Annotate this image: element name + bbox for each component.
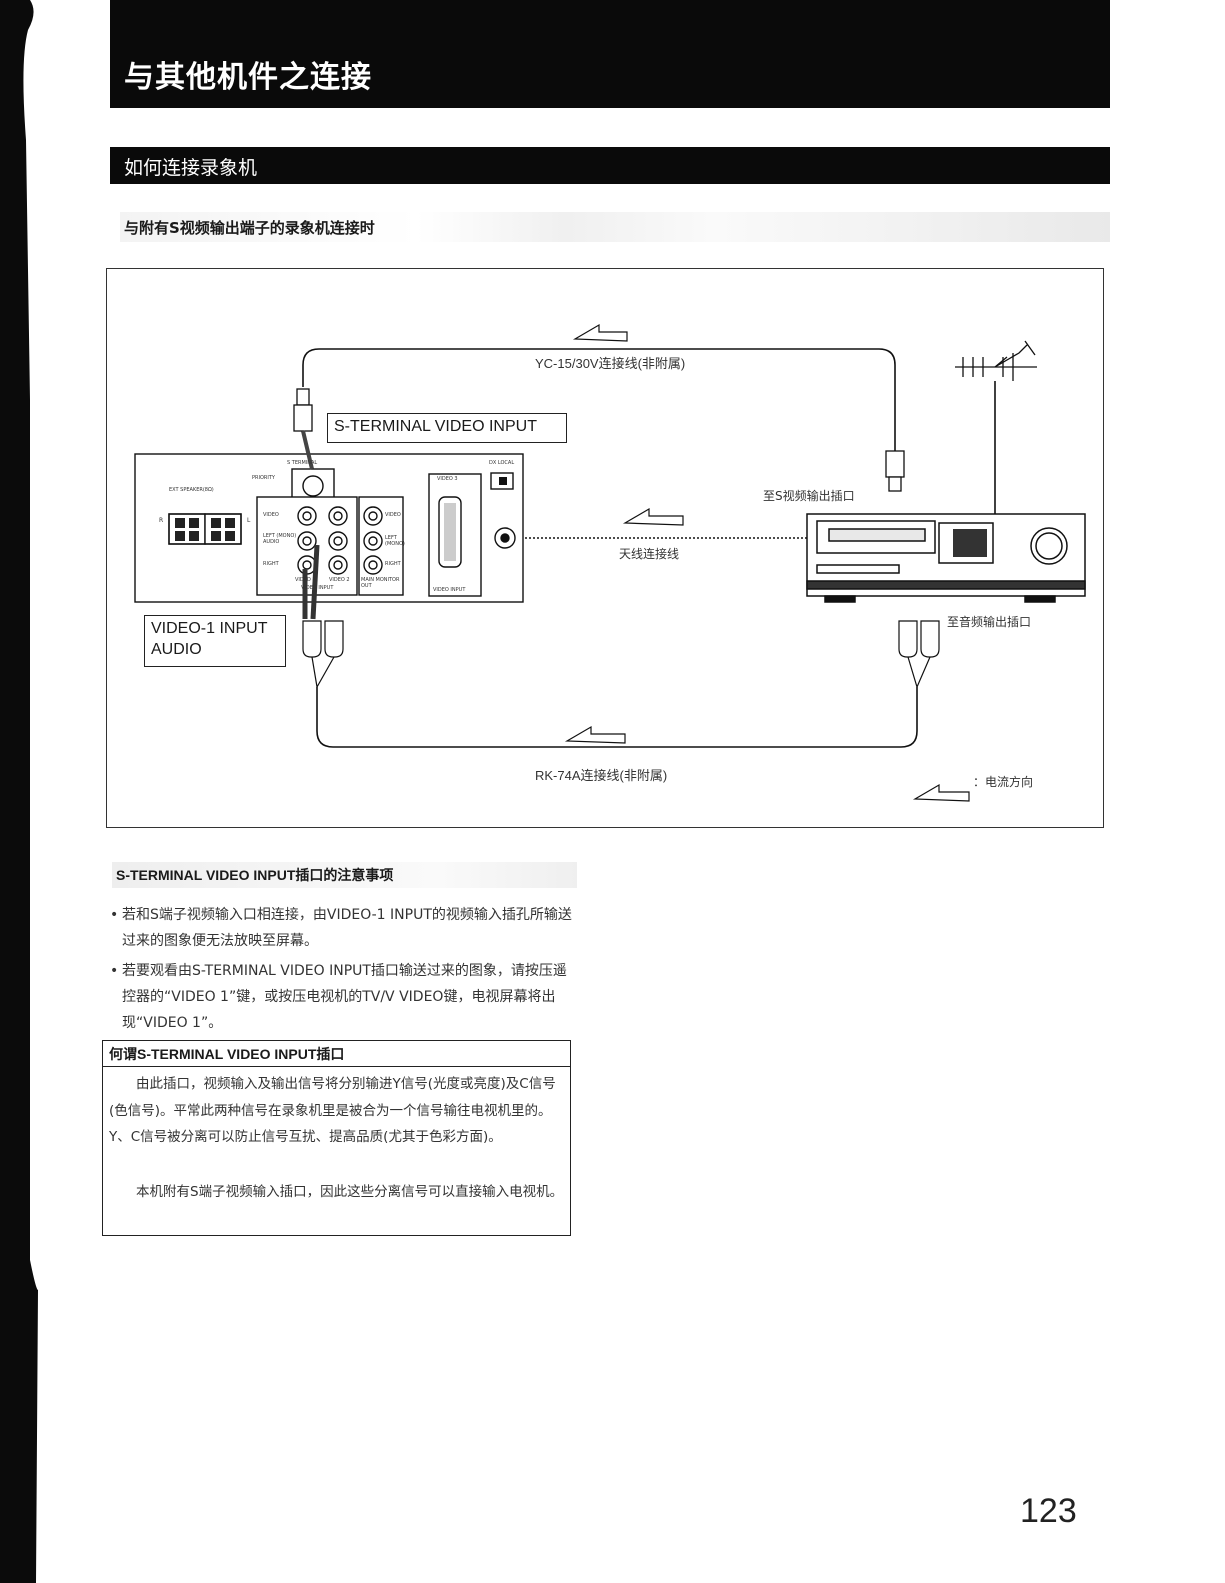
connection-diagram: YC-15/30V连接线(非附属) 天线连接线 至S视频输出插口 至音频输出插口… [106,268,1104,828]
info-paragraph: 由此插口，视频输入及输出信号将分别输进Y信号(光度或亮度)及C信号(色信号)。平… [109,1076,556,1145]
video-right-label: VIDEO [385,512,401,518]
video-input-label: VIDEO INPUT [301,585,334,591]
tv-rear-panel [134,453,524,603]
video1-label: VIDEO 1 [295,577,316,583]
info-paragraph: 本机附有S端子视频输入插口，因此这些分离信号可以直接输入电视机。 [136,1184,564,1200]
video1-audio-callout: VIDEO-1 INPUT AUDIO [144,615,286,667]
binding-edge [0,0,38,1583]
to-s-out-label: 至S视频输出插口 [763,489,855,503]
priority-label: PRIORITY [252,475,275,481]
video2-label: VIDEO 2 [329,577,350,583]
legend-label: ：电流方向 [973,775,1034,789]
chapter-title: 与其他机件之连接 [124,60,372,95]
s-terminal-label: S TERMINAL [287,460,318,466]
r-label: R [159,517,164,524]
sub-heading-text: 与附有S视频输出端子的录象机连接时 [124,219,375,237]
section-header: 如何连接录象机 [110,147,1110,184]
l-label: L [247,517,251,524]
main-monitor-out-label: MAIN MONITOR OUT [361,577,400,589]
section-title: 如何连接录象机 [124,157,258,179]
notes-heading-text: S-TERMINAL VIDEO INPUT插口的注意事项 [116,867,394,883]
vcr-unit [806,513,1086,603]
video3-label: VIDEO 3 [437,476,458,482]
rca-plug-icon [302,620,344,689]
left-mono-label: LEFT (MONO) [385,535,405,547]
rca-jack-icon [297,506,383,575]
right-label: RIGHT [263,561,279,567]
ext-speaker-label: EXT SPEAKER(8Ω) [169,487,214,493]
chapter-header: 与其他机件之连接 [110,0,1110,108]
s-plug-icon [293,388,314,470]
rca-plug-icon [898,620,940,689]
note-item: •若要观看由S-TERMINAL VIDEO INPUT插口输送过来的图象，请按… [110,963,567,1031]
sub-heading: 与附有S视频输出端子的录象机连接时 [120,212,1110,242]
s-plug-icon [885,450,905,492]
diagram-drawing [134,323,1086,802]
page-number: 123 [1020,1492,1077,1530]
dx-local-label: DX LOCAL [489,460,515,466]
left-mono-audio-label: LEFT (MONO) AUDIO [263,533,297,545]
to-audio-out-label: 至音频输出插口 [947,615,1032,629]
antenna-icon [955,340,1037,381]
cable-rk-label: RK-74A连接线(非附属) [535,768,668,783]
info-title: 何谓S-TERMINAL VIDEO INPUT插口 [103,1041,570,1067]
video-label: VIDEO [263,512,279,518]
note-item: •若和S端子视频输入口相连接，由VIDEO-1 INPUT的视频输入插孔所输送过… [110,907,572,949]
info-box: 何谓S-TERMINAL VIDEO INPUT插口 由此插口，视频输入及输出信… [102,1040,571,1236]
video-input-3-label: VIDEO INPUT [433,587,466,593]
right-out-label: RIGHT [385,561,401,567]
notes-heading: S-TERMINAL VIDEO INPUT插口的注意事项 [112,862,577,888]
s-terminal-callout: S-TERMINAL VIDEO INPUT [327,413,567,443]
arrow-icon [564,323,970,802]
cable-yc-label: YC-15/30V连接线(非附属) [535,356,686,371]
antenna-cable-label: 天线连接线 [619,547,680,561]
